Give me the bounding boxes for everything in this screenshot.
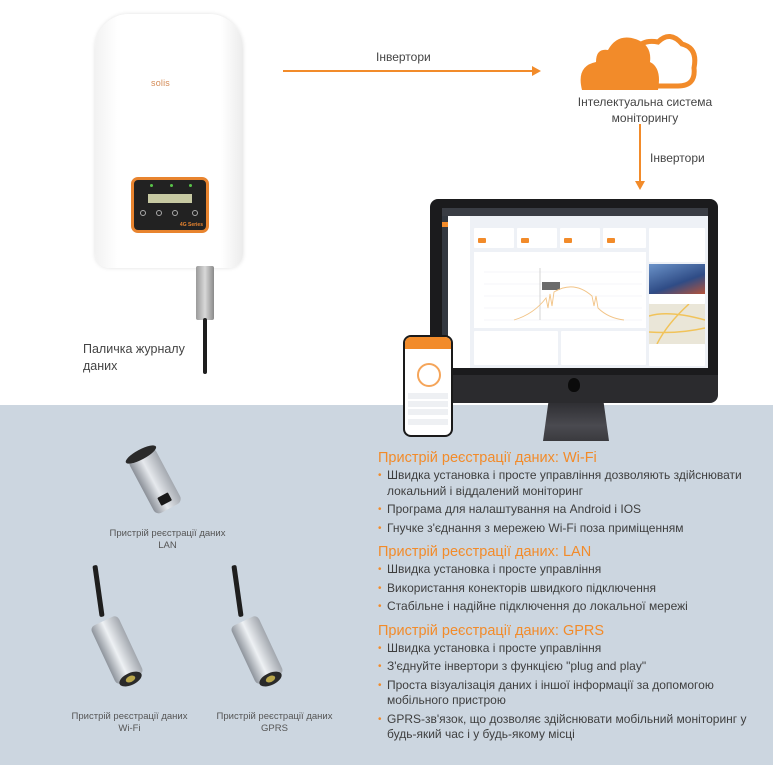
app-header	[405, 337, 451, 349]
stat-card	[560, 228, 600, 248]
environment-card	[561, 331, 646, 365]
arrow-down-icon	[635, 124, 645, 190]
power-led-icon	[150, 184, 153, 187]
section-title: Пристрій реєстрації даних: GPRS	[378, 622, 605, 639]
cloud-label: Інтелектуальна система моніторингу	[577, 95, 713, 125]
cloud-icon	[580, 34, 698, 90]
monitor-stand	[543, 403, 609, 441]
gprs-device-caption: Пристрій реєстрації даних GPRS	[216, 711, 333, 734]
alarm-led-icon	[189, 184, 192, 187]
down-button-icon	[172, 210, 178, 216]
feature-item: Програма для налаштування на Android і I…	[378, 502, 770, 518]
section-title: Пристрій реєстрації даних: LAN	[378, 544, 592, 560]
feature-item: З'єднуйте інвертори з функцією "plug and…	[378, 659, 770, 675]
dashboard-nav-panel	[448, 216, 470, 368]
lan-device-caption: Пристрій реєстрації даних LAN	[109, 528, 226, 551]
device-summary-card	[474, 331, 558, 365]
feature-section-wifi: Пристрій реєстрації даних: Wi-Fi Швидка …	[378, 449, 770, 536]
plant-address-card	[649, 344, 705, 366]
power-gauge-icon	[417, 363, 441, 387]
monitoring-dashboard-screenshot	[442, 208, 708, 368]
esc-button-icon	[140, 210, 146, 216]
feature-section-gprs: Пристрій реєстрації даних: GPRS Швидка у…	[378, 622, 770, 743]
section-title: Пристрій реєстрації даних: Wi-Fi	[378, 450, 597, 466]
enter-button-icon	[192, 210, 198, 216]
datalogger-stick-image	[196, 266, 214, 320]
dashboard-topbar	[442, 208, 708, 216]
ethernet-port-icon	[157, 492, 173, 506]
solar-panel-photo	[649, 264, 705, 294]
plant-info	[649, 294, 705, 304]
up-button-icon	[156, 210, 162, 216]
wifi-device-caption: Пристрій реєстрації даних Wi-Fi	[71, 711, 188, 734]
operation-led-icon	[169, 184, 173, 187]
series-badge: 4G Series	[179, 222, 203, 228]
inverter-control-panel: 4G Series	[131, 177, 209, 233]
info-card	[649, 228, 705, 262]
solis-logo: solis	[151, 78, 171, 88]
feature-section-lan: Пристрій реєстрації даних: LAN Швидка ус…	[378, 543, 770, 615]
smartphone-app-image	[403, 335, 453, 437]
lcd-display	[148, 194, 192, 203]
feature-item: Використання конекторів швидкого підключ…	[378, 581, 770, 597]
feature-descriptions: Пристрій реєстрації даних: Wi-Fi Швидка …	[378, 449, 770, 750]
feature-item: Проста візуалізація даних і іншої інформ…	[378, 678, 770, 709]
stat-card	[603, 228, 646, 248]
antenna-icon	[203, 318, 207, 374]
power-chart	[474, 252, 646, 328]
feature-item: Стабільне і надійне підключення до локал…	[378, 599, 770, 615]
feature-item: Гнучке з'єднання з мережею Wi-Fi поза пр…	[378, 521, 770, 537]
plant-map	[648, 303, 706, 345]
apple-logo-icon	[568, 378, 580, 392]
stick-label: Паличка журналу даних	[83, 342, 185, 373]
dashboard-sidebar	[442, 216, 448, 368]
solis-inverter-image: solis 4G Series	[95, 14, 243, 268]
arrow-label-inverters-2: Інвертори	[650, 151, 705, 165]
stat-card	[474, 228, 514, 248]
arrow-label-inverters-1: Інвертори	[376, 50, 431, 64]
stat-card	[517, 228, 557, 248]
arrow-right-icon	[283, 66, 541, 76]
feature-item: Швидка установка і просте управління	[378, 562, 770, 578]
feature-item: GPRS-зв'язок, що дозволяє здійснювати мо…	[378, 712, 770, 743]
feature-item: Швидка установка і просте управління доз…	[378, 468, 770, 499]
power-curve	[484, 268, 642, 321]
feature-item: Швидка установка і просте управління	[378, 641, 770, 657]
